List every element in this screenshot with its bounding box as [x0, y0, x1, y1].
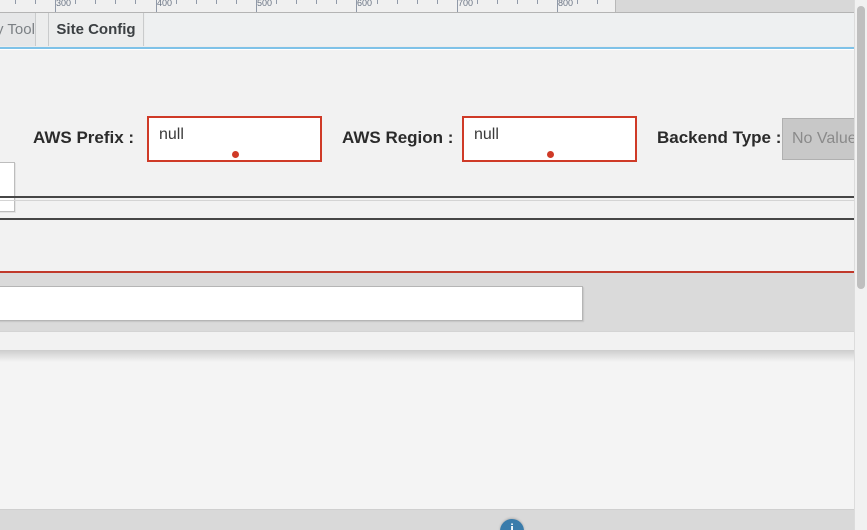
tab-partial-left-label: y Tool — [0, 21, 35, 38]
ruler-minor-tick — [597, 0, 598, 4]
section-divider-1 — [0, 196, 855, 198]
backend-type-select-value: No Value — [792, 130, 857, 147]
ruler-label: 600 — [357, 0, 373, 8]
ruler-major-tick — [557, 0, 558, 12]
aws-region-input[interactable]: null — [462, 116, 637, 162]
aws-region-required-dot-icon — [547, 151, 554, 158]
content-area: AWS Prefix : null AWS Region : null Back… — [0, 49, 867, 351]
section-divider-1b — [0, 200, 855, 201]
ruler-active-region — [0, 0, 616, 12]
section-divider-2 — [0, 218, 855, 220]
ruler-label: 700 — [458, 0, 474, 8]
ruler-minor-tick — [176, 0, 177, 4]
ruler-minor-tick — [296, 0, 297, 4]
ruler-minor-tick — [377, 0, 378, 4]
ruler-label: 800 — [558, 0, 574, 8]
tab-bar-empty-area — [145, 13, 867, 46]
ruler-minor-tick — [216, 0, 217, 4]
alert-divider — [0, 271, 855, 273]
ruler-minor-tick — [196, 0, 197, 4]
ruler-minor-tick — [517, 0, 518, 4]
ruler-minor-tick — [537, 0, 538, 4]
info-icon[interactable]: i — [500, 519, 524, 530]
form-row: AWS Prefix : null AWS Region : null Back… — [0, 50, 867, 212]
aws-region-input-value: null — [474, 126, 499, 143]
panel-bottom-divider — [0, 331, 855, 332]
info-icon-glyph: i — [510, 521, 514, 530]
ruler-major-tick — [156, 0, 157, 12]
ruler-minor-tick — [35, 0, 36, 4]
tab-partial-left[interactable]: y Tool — [0, 13, 36, 46]
ruler-minor-tick — [577, 0, 578, 4]
ruler-minor-tick — [236, 0, 237, 4]
ruler-major-tick — [356, 0, 357, 12]
ruler-minor-tick — [397, 0, 398, 4]
ruler-major-tick — [457, 0, 458, 12]
ruler-minor-tick — [477, 0, 478, 4]
vertical-scrollbar-thumb[interactable] — [857, 6, 865, 289]
ruler-minor-tick — [15, 0, 16, 4]
ruler-major-tick — [55, 0, 56, 12]
ruler-minor-tick — [115, 0, 116, 4]
ruler-label: 300 — [56, 0, 72, 8]
panel-drop-shadow — [0, 350, 855, 362]
aws-region-label: AWS Region : — [342, 128, 454, 147]
ruler-minor-tick — [135, 0, 136, 4]
ruler-minor-tick — [276, 0, 277, 4]
ruler-minor-tick — [336, 0, 337, 4]
ruler-minor-tick — [437, 0, 438, 4]
status-bar — [0, 509, 867, 530]
ruler-minor-tick — [417, 0, 418, 4]
aws-prefix-label: AWS Prefix : — [33, 128, 135, 147]
ruler-minor-tick — [95, 0, 96, 4]
backend-type-label: Backend Type : — [657, 128, 782, 147]
tab-site-config-label: Site Config — [56, 21, 136, 38]
aws-prefix-input[interactable]: null — [147, 116, 322, 162]
panel-grey-strip — [0, 273, 855, 331]
ruler-minor-tick — [497, 0, 498, 4]
ruler-major-tick — [256, 0, 257, 12]
ruler-label: 400 — [157, 0, 173, 8]
ruler-label: 500 — [257, 0, 273, 8]
panel-text-input[interactable] — [0, 286, 583, 321]
page-background — [0, 350, 867, 530]
aws-prefix-input-value: null — [159, 126, 184, 143]
tab-bar: y Tool Site Config — [0, 13, 867, 49]
aws-prefix-required-dot-icon — [232, 151, 239, 158]
vertical-scrollbar[interactable] — [854, 0, 867, 530]
left-partial-input[interactable] — [0, 162, 15, 212]
ruler-minor-tick — [316, 0, 317, 4]
ruler-minor-tick — [75, 0, 76, 4]
horizontal-ruler: 300 400 500 600 700 800 — [0, 0, 867, 13]
backend-type-select[interactable]: No Value — [782, 118, 867, 160]
tab-site-config[interactable]: Site Config — [48, 13, 144, 46]
